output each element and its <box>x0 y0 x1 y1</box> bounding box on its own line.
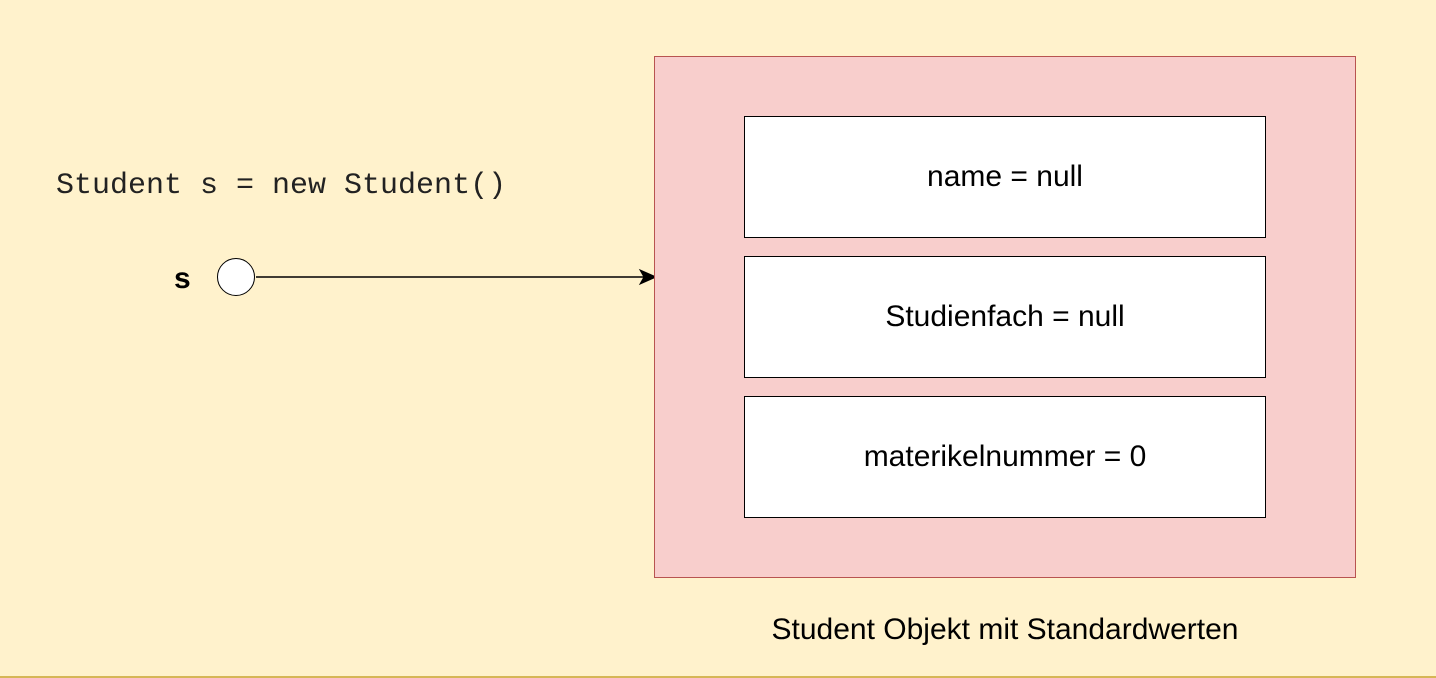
field-studienfach: Studienfach = null <box>744 256 1266 378</box>
code-statement: Student s = new Student() <box>56 169 507 203</box>
field-name: name = null <box>744 116 1266 238</box>
reference-circle <box>217 258 255 296</box>
reference-variable-label: s <box>174 262 191 295</box>
object-caption: Student Objekt mit Standardwerten <box>771 613 1239 646</box>
field-materikelnummer: materikelnummer = 0 <box>744 396 1266 518</box>
